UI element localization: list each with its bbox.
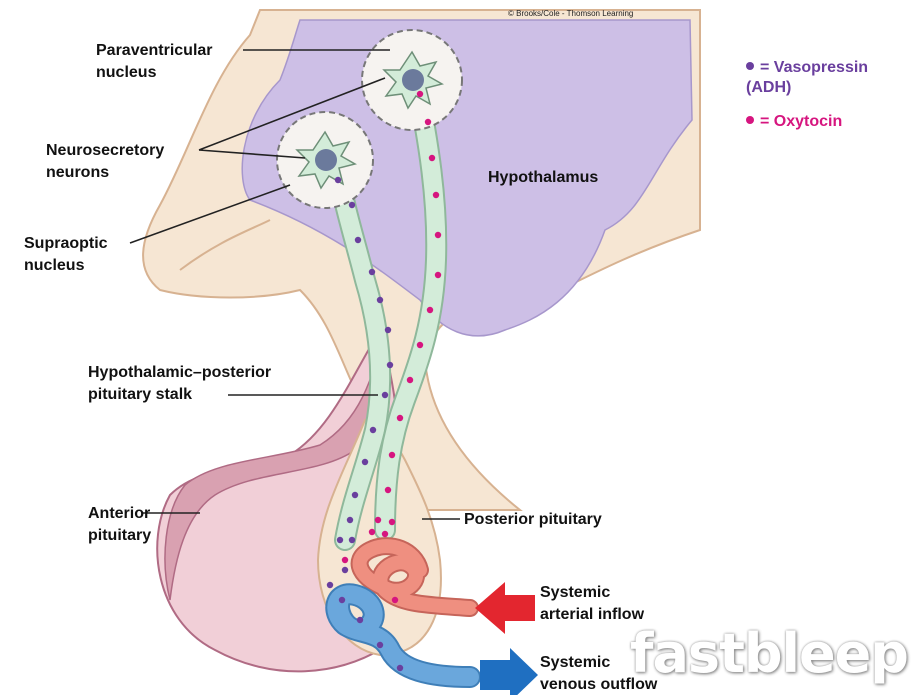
label-neurosecretory-neurons: Neurosecretory neurons xyxy=(46,140,164,184)
legend-oxytocin-text: = Oxytocin xyxy=(760,113,842,130)
oxytocin-dot-icon xyxy=(746,116,754,124)
legend-oxytocin: = Oxytocin xyxy=(746,92,842,132)
copyright-credit: © Brooks/Cole - Thomson Learning xyxy=(508,9,633,18)
vasopressin-dot-icon xyxy=(746,62,754,70)
label-paraventricular-nucleus: Paraventricular nucleus xyxy=(96,40,213,84)
neuron-nucleus-paraventricular xyxy=(402,69,424,91)
fastbleep-watermark-logo: fastbleep xyxy=(630,622,924,690)
arterial-inflow-arrow xyxy=(475,582,535,634)
legend-vasopressin: = Vasopressin (ADH) xyxy=(746,38,868,98)
label-systemic-arterial-inflow: Systemic arterial inflow xyxy=(540,582,644,626)
venous-outflow-arrow xyxy=(480,648,538,695)
label-supraoptic-nucleus: Supraoptic nucleus xyxy=(24,233,108,277)
label-posterior-pituitary: Posterior pituitary xyxy=(464,509,602,531)
label-hypothalamic-posterior-pituitary-stalk: Hypothalamic–posterior pituitary stalk xyxy=(88,362,271,406)
label-hypothalamus: Hypothalamus xyxy=(488,167,598,189)
label-anterior-pituitary: Anterior pituitary xyxy=(88,503,151,547)
neuron-nucleus-supraoptic xyxy=(315,149,337,171)
legend-vasopressin-text: = Vasopressin (ADH) xyxy=(746,59,868,96)
